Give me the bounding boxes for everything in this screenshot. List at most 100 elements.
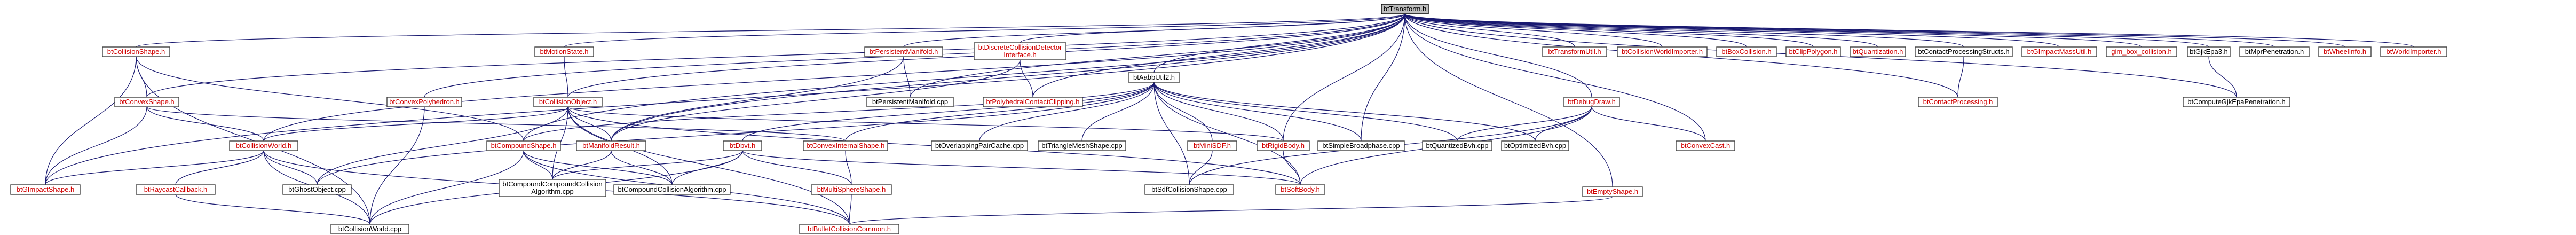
edge-compoundShape-to-compoundCompoundAlgo	[521, 146, 553, 180]
node-collisionWorldImporter[interactable]: btCollisionWorldImporter.h	[1617, 46, 1708, 57]
edge-convexShape-to-convexInternalShape	[144, 103, 846, 142]
node-optimizedBvh[interactable]: btOptimizedBvh.cpp	[1501, 140, 1569, 151]
edge-aabbUtil2-to-quantizedBvh	[1151, 78, 1458, 142]
node-label: btQuantizedBvh.cpp	[1426, 142, 1488, 150]
edge-root-to-convexShape	[146, 10, 1408, 98]
edge-collisionObject-to-collisionWorld	[263, 103, 571, 142]
node-polyhedralContactClipping[interactable]: btPolyhedralContactClipping.h	[983, 97, 1083, 107]
node-persistentManifold[interactable]: btPersistentManifold.h	[864, 46, 943, 57]
node-label: btCollisionShape.h	[107, 48, 165, 56]
node-miniSdf[interactable]: btMiniSDF.h	[1187, 140, 1237, 151]
node-triangleMeshShape[interactable]: btTriangleMeshShape.cpp	[1038, 140, 1126, 151]
node-computeGjkEpa[interactable]: btComputeGjkEpaPenetration.h	[2183, 97, 2290, 107]
node-box	[1187, 140, 1237, 151]
node-debugDraw[interactable]: btDebugDraw.h	[1563, 97, 1620, 107]
node-mprPenetration[interactable]: btMprPenetration.h	[2239, 46, 2310, 57]
node-label: btGImpactShape.h	[17, 185, 74, 193]
node-collisionShape[interactable]: btCollisionShape.h	[102, 46, 170, 57]
node-boxCollision[interactable]: btBoxCollision.h	[1716, 46, 1777, 57]
edge-root-to-wheelInfo	[1402, 10, 2345, 48]
node-box	[1915, 46, 2013, 57]
edge-collisionObject-to-ghostObject	[317, 103, 571, 185]
node-dbvt[interactable]: btDbvt.h	[723, 140, 762, 151]
node-manifoldResult[interactable]: btManifoldResult.h	[576, 140, 646, 151]
edge-aabbUtil2-to-sdfCollisionShape	[1151, 78, 1190, 185]
node-box	[613, 184, 731, 195]
node-box	[799, 224, 899, 234]
node-convexInternalShape[interactable]: btConvexInternalShape.h	[803, 140, 888, 151]
node-box	[1501, 140, 1569, 151]
node-box	[1317, 140, 1405, 151]
node-raycastCallback[interactable]: btRaycastCallback.h	[136, 184, 216, 195]
node-emptyShape[interactable]: btEmptyShape.h	[1582, 186, 1643, 197]
node-softBody[interactable]: btSoftBody.h	[1275, 184, 1325, 195]
node-gimpactMassUtil[interactable]: btGImpactMassUtil.h	[2021, 46, 2097, 57]
node-box	[486, 140, 561, 151]
node-convexCast[interactable]: btConvexCast.h	[1676, 140, 1735, 151]
node-compoundCollisionAlgo[interactable]: btCompoundCollisionAlgorithm.cpp	[613, 184, 731, 195]
node-overlappingPairCache[interactable]: btOverlappingPairCache.cpp	[931, 140, 1028, 151]
edge-root-to-debugDraw	[1402, 10, 1592, 98]
edge-convexShape-to-gimpactShape	[45, 103, 149, 185]
node-gimpactShape[interactable]: btGImpactShape.h	[10, 184, 81, 195]
edge-manifoldResult-to-compoundCompoundAlgo	[552, 146, 614, 180]
edge-compoundShape-to-compoundCollisionAlgo	[521, 146, 673, 185]
node-box	[1542, 46, 1607, 57]
node-persistentManifoldCpp[interactable]: btPersistentManifold.cpp	[866, 97, 954, 107]
node-motionState[interactable]: btMotionState.h	[534, 46, 594, 57]
node-bulletCollisionCommon[interactable]: btBulletCollisionCommon.h	[799, 224, 899, 234]
edge-aabbUtil2-to-ghostObject	[317, 78, 1157, 185]
node-box	[974, 42, 1066, 60]
node-collisionWorld[interactable]: btCollisionWorld.h	[229, 140, 298, 151]
node-gimBoxCollision[interactable]: gim_box_collision.h	[2106, 46, 2177, 57]
node-label: btConvexShape.h	[119, 98, 174, 106]
node-label: btContactProcessingStructs.h	[1918, 48, 2009, 56]
edge-root-to-rigidBody	[1283, 10, 1408, 142]
edge-collisionObject-to-rigidBody	[565, 103, 1284, 142]
node-rigidBody[interactable]: btRigidBody.h	[1257, 140, 1310, 151]
node-box	[983, 97, 1083, 107]
edge-root-to-gimpactMassUtil	[1402, 10, 2060, 48]
node-label: btQuantization.h	[1853, 48, 1903, 56]
edge-root-to-manifoldResult	[611, 10, 1408, 142]
node-box	[1850, 46, 1906, 57]
node-contactProcessing[interactable]: btContactProcessing.h	[1918, 97, 1998, 107]
edge-compoundShape-to-collisionWorldCpp	[369, 146, 526, 225]
node-collisionWorldCpp[interactable]: btCollisionWorld.cpp	[330, 224, 409, 234]
edge-collisionShape-to-compoundShape	[133, 52, 524, 142]
node-clipPolygon[interactable]: btClipPolygon.h	[1785, 46, 1841, 57]
node-aabbUtil2[interactable]: btAabbUtil2.h	[1128, 72, 1180, 83]
node-collisionObject[interactable]: btCollisionObject.h	[533, 97, 603, 107]
node-convexPolyhedron[interactable]: btConvexPolyhedron.h	[386, 97, 462, 107]
node-wheelInfo[interactable]: btWheelInfo.h	[2318, 46, 2372, 57]
file-nodes: btTransform.h btCollisionShape.h btMotionS…	[10, 4, 2447, 234]
node-quantization[interactable]: btQuantization.h	[1850, 46, 1906, 57]
node-contactProcessingStructs[interactable]: btContactProcessingStructs.h	[1915, 46, 2013, 57]
node-ghostObject[interactable]: btGhostObject.cpp	[282, 184, 352, 195]
node-compoundShape[interactable]: btCompoundShape.h	[486, 140, 561, 151]
node-quantizedBvh[interactable]: btQuantizedBvh.cpp	[1422, 140, 1492, 151]
node-sdfCollisionShape[interactable]: btSdfCollisionShape.cpp	[1144, 184, 1234, 195]
node-transformUtil[interactable]: btTransformUtil.h	[1542, 46, 1607, 57]
node-multiSphereShape[interactable]: btMultiSphereShape.h	[811, 184, 892, 195]
node-box	[811, 184, 892, 195]
node-worldImporter[interactable]: btWorldImporter.h	[2380, 46, 2447, 57]
node-label: btEmptyShape.h	[1587, 187, 1638, 195]
edge-persistentManifold-to-persistentManifoldCpp	[901, 52, 911, 98]
node-convexShape[interactable]: btConvexShape.h	[114, 97, 179, 107]
node-label: btDebugDraw.h	[1568, 98, 1616, 106]
node-gjkEpa3[interactable]: btGjkEpa3.h	[2187, 46, 2231, 57]
node-label: btCollisionWorldImporter.h	[1622, 48, 1703, 56]
edge-aabbUtil2-to-compoundShape	[523, 78, 1157, 142]
edge-emptyShape-to-bulletCollisionCommon	[849, 192, 1615, 225]
node-simpleBroadphase[interactable]: btSimpleBroadphase.cpp	[1317, 140, 1405, 151]
edge-root-to-aabbUtil2	[1153, 10, 1408, 73]
node-box	[1716, 46, 1777, 57]
node-root[interactable]: btTransform.h	[1381, 4, 1429, 14]
node-box	[282, 184, 352, 195]
edge-multiSphereShape-to-bulletCollisionCommon	[849, 190, 854, 225]
edge-raycastCallback-to-collisionWorldCpp	[173, 190, 370, 225]
